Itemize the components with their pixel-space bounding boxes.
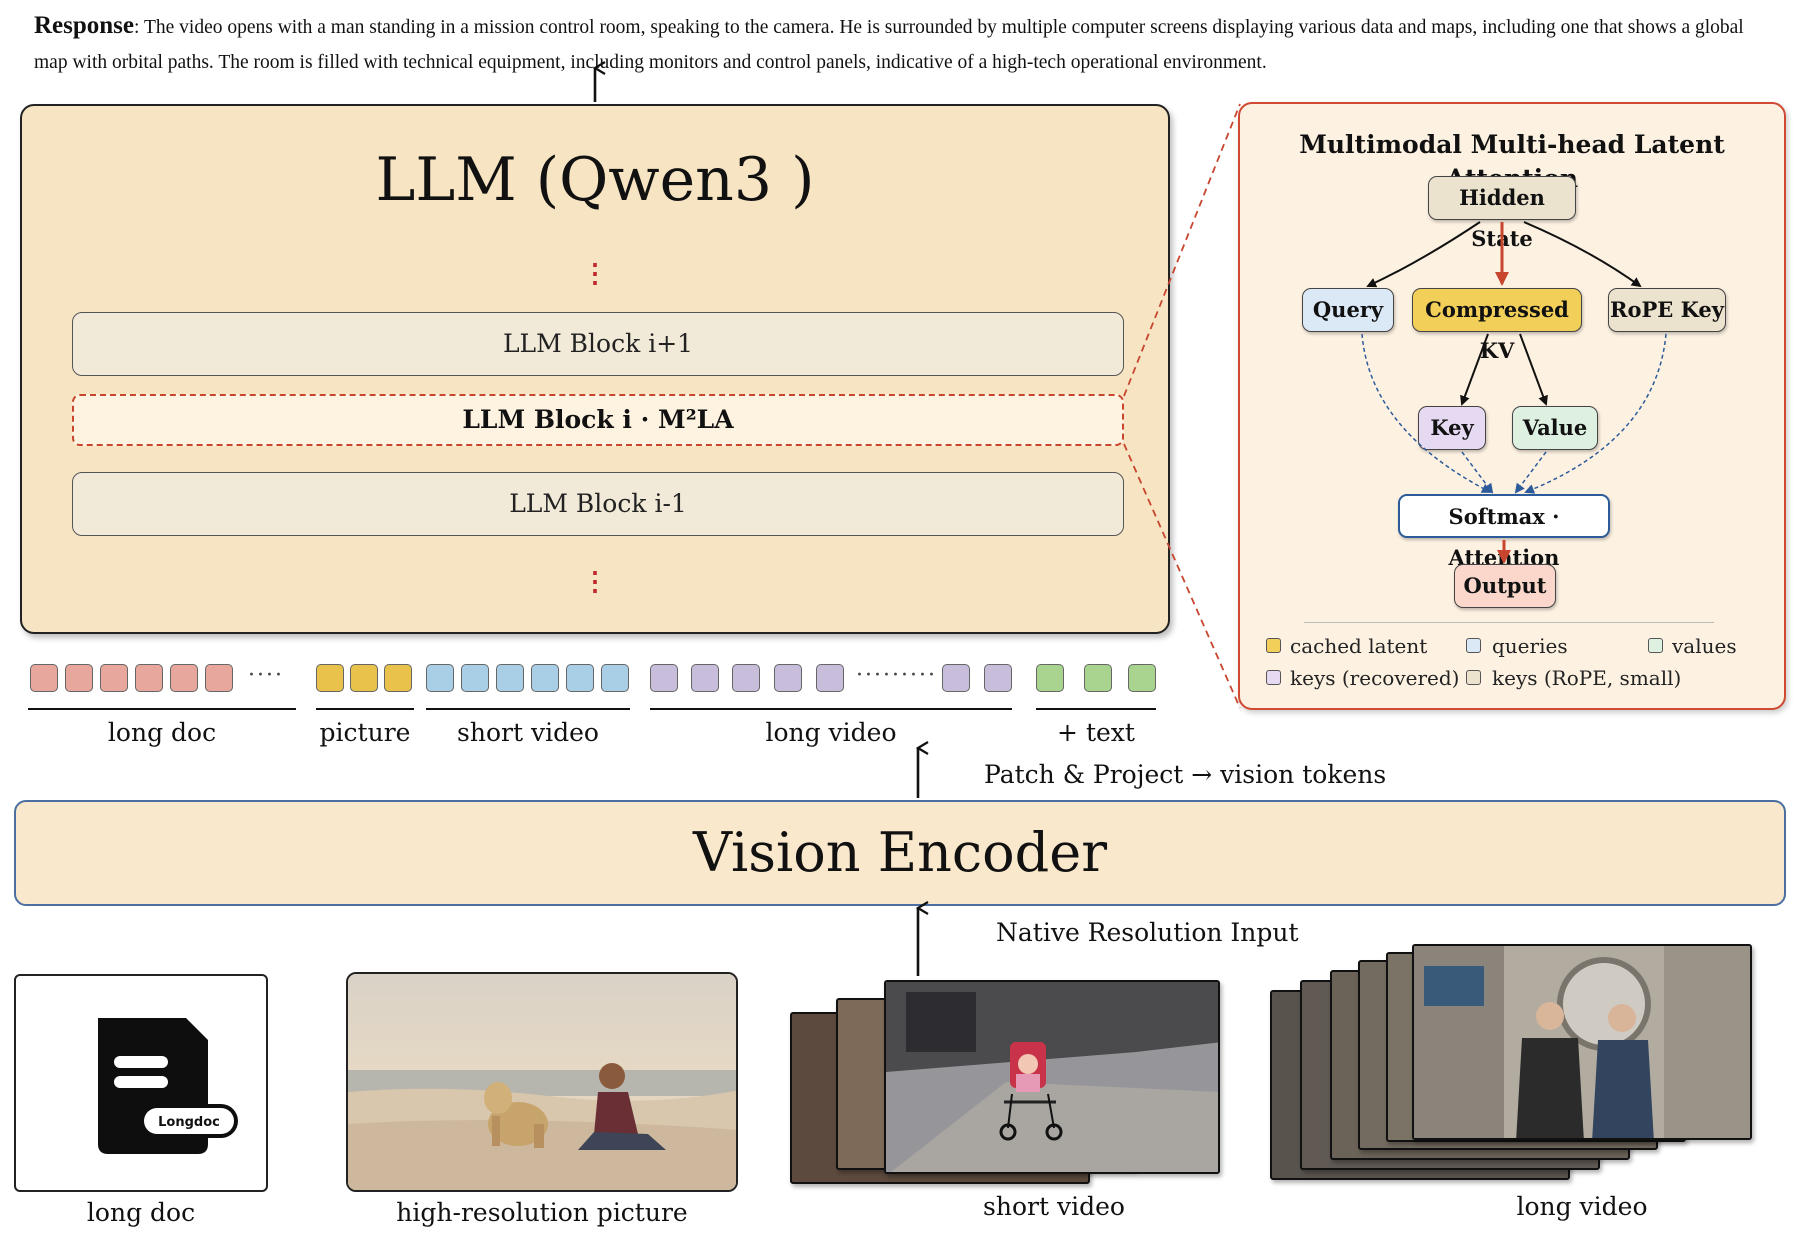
edge-rope-to-softmax — [1524, 333, 1667, 494]
token-short-video — [426, 664, 454, 692]
llm-block-below: LLM Block i-1 — [72, 472, 1124, 536]
edge-key-to-softmax — [1461, 451, 1494, 494]
input-long-doc-card: Longdoc — [14, 974, 268, 1192]
group-underline — [650, 708, 1012, 710]
node-compressed-kv: Compressed KV — [1412, 288, 1582, 363]
token-long-doc — [205, 664, 233, 692]
long-video-frame-front — [1412, 944, 1752, 1140]
input-label-short-video: short video — [983, 1192, 1125, 1221]
edge-query-to-softmax — [1361, 333, 1492, 493]
llm-vdots-top: ⋮ — [582, 259, 608, 289]
legend-queries: queries — [1492, 634, 1568, 658]
street-video-image — [886, 982, 1218, 1172]
edge-hidden-to-rope — [1523, 221, 1642, 288]
legend-values: values — [1672, 634, 1737, 658]
token-long-doc — [170, 664, 198, 692]
token-long-doc — [100, 664, 128, 692]
edge-ckv-to-key — [1460, 333, 1489, 406]
space-station-video-image — [1414, 946, 1750, 1138]
node-key: Key — [1418, 406, 1486, 450]
group-label-long-video: long video — [765, 718, 897, 747]
input-label-picture: high-resolution picture — [396, 1198, 688, 1227]
node-query: Query — [1302, 288, 1394, 332]
token-text — [1036, 664, 1064, 692]
token-long-video — [732, 664, 760, 692]
token-long-video — [816, 664, 844, 692]
vision-encoder: Vision Encoder — [14, 800, 1786, 906]
legend-swatch-values — [1648, 638, 1663, 653]
group-underline — [1036, 708, 1156, 710]
token-long-video — [942, 664, 970, 692]
zoom-connector-bottom — [1123, 443, 1241, 709]
input-label-long-video: long video — [1516, 1192, 1648, 1221]
node-value: Value — [1512, 406, 1598, 450]
patch-caption: Patch & Project → vision tokens — [984, 760, 1387, 789]
token-ellipsis: ···· — [248, 663, 284, 688]
legend-keys-rope: keys (RoPE, small) — [1492, 666, 1682, 690]
input-label-long-doc: long doc — [86, 1198, 196, 1227]
longdoc-logo-icon: Longdoc — [98, 1018, 238, 1154]
token-short-video — [531, 664, 559, 692]
llm-block-active: LLM Block i · M²LA — [72, 394, 1124, 446]
legend-swatch-keys-rope — [1466, 670, 1481, 685]
group-label-short-video: short video — [457, 718, 599, 747]
group-label-text: + text — [1057, 718, 1135, 747]
token-short-video — [566, 664, 594, 692]
longdoc-logo-text: Longdoc — [158, 1115, 220, 1130]
token-text — [1128, 664, 1156, 692]
token-long-doc — [30, 664, 58, 692]
response-text: Response: The video opens with a man sta… — [34, 12, 1744, 73]
group-label-picture: picture — [319, 718, 411, 747]
token-long-doc — [65, 664, 93, 692]
response-label: Response — [34, 12, 135, 39]
token-short-video — [601, 664, 629, 692]
token-long-video — [650, 664, 678, 692]
token-long-doc — [135, 664, 163, 692]
token-picture — [350, 664, 378, 692]
zoom-connector-top — [1123, 103, 1241, 397]
token-ellipsis: ········· — [856, 663, 937, 688]
group-underline — [426, 708, 630, 710]
edge-hidden-to-query — [1366, 221, 1481, 288]
input-picture-card — [346, 972, 738, 1192]
node-rope-key: RoPE Key — [1608, 288, 1726, 332]
group-label-long-doc: long doc — [107, 718, 217, 747]
short-video-frame-front — [884, 980, 1220, 1174]
legend-keys-recovered: keys (recovered) — [1290, 666, 1460, 690]
llm-block-above: LLM Block i+1 — [72, 312, 1124, 376]
legend-swatch-keys-recovered — [1266, 670, 1281, 685]
llm-vdots-bottom: ⋮ — [582, 567, 608, 597]
token-text — [1084, 664, 1112, 692]
token-picture — [384, 664, 412, 692]
legend-cached: cached latent — [1290, 634, 1428, 658]
beach-photo-image — [348, 974, 736, 1190]
token-short-video — [461, 664, 489, 692]
llm-title: LLM (Qwen3 ) — [375, 145, 815, 215]
edge-ckv-to-value — [1519, 333, 1548, 406]
token-long-video — [984, 664, 1012, 692]
legend-divider — [1304, 622, 1714, 623]
token-short-video — [496, 664, 524, 692]
token-picture — [316, 664, 344, 692]
token-long-video — [774, 664, 802, 692]
native-caption: Native Resolution Input — [996, 918, 1299, 947]
response-body: The video opens with a man standing in a… — [34, 17, 1744, 73]
edge-value-to-softmax — [1514, 451, 1547, 494]
group-underline — [28, 708, 296, 710]
group-underline — [316, 708, 414, 710]
legend-swatch-queries — [1466, 638, 1481, 653]
token-long-video — [691, 664, 719, 692]
legend-swatch-cached — [1266, 638, 1281, 653]
node-output: Output — [1454, 564, 1556, 608]
